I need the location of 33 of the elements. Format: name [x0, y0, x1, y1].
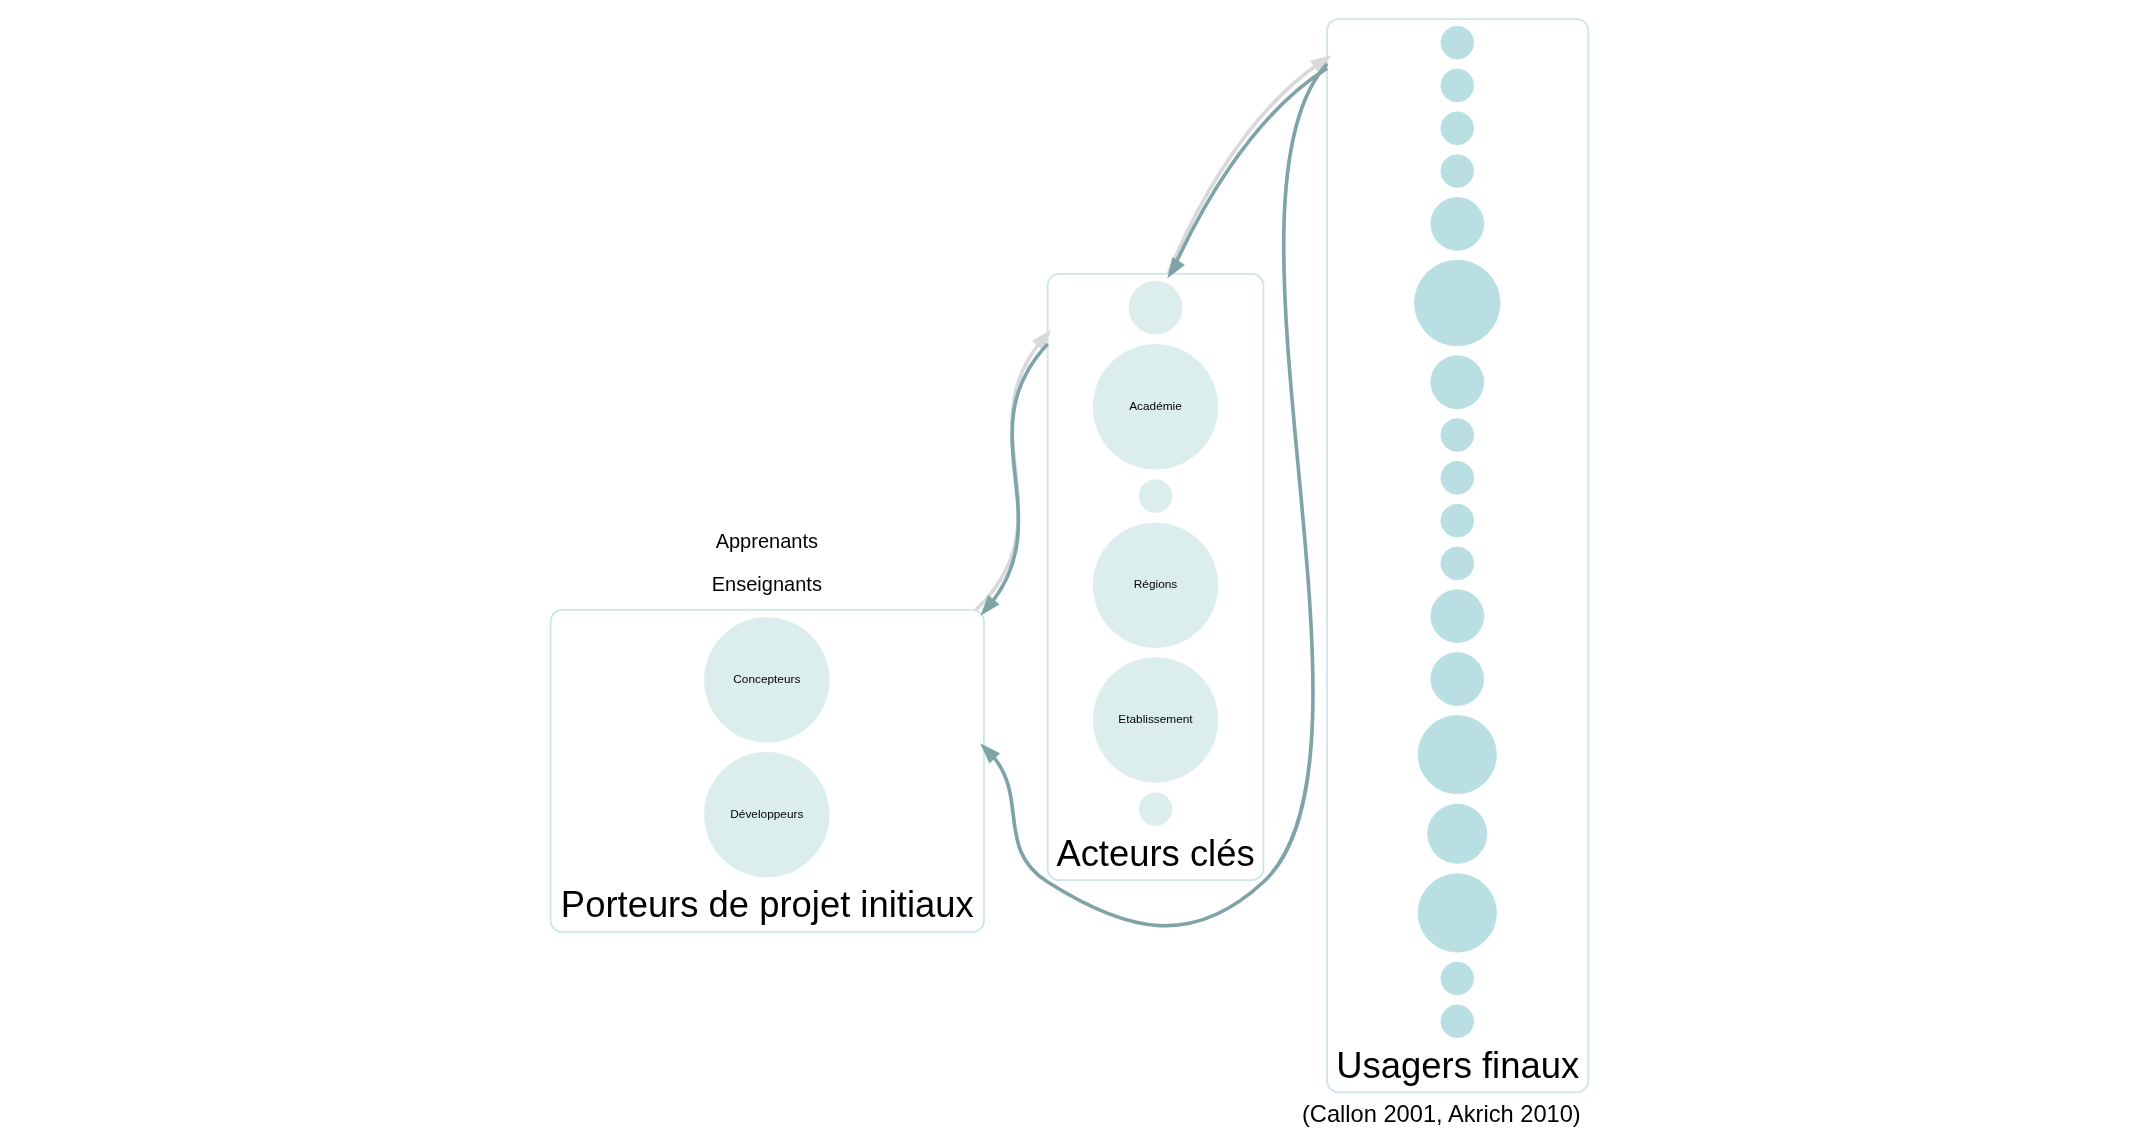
node-circle: [1440, 418, 1475, 452]
node-circle: Académie: [1092, 344, 1219, 470]
node-circle: [1440, 461, 1475, 495]
arrow: [980, 62, 1329, 928]
node-circle: [1440, 154, 1475, 188]
node-circle: [1430, 589, 1485, 644]
node-circle: [1440, 111, 1475, 146]
label: Apprenants: [715, 530, 819, 553]
node-circle: [1440, 1004, 1475, 1039]
node-circle: [1417, 714, 1497, 795]
node-circle: [1128, 280, 1183, 335]
node-circle: [1440, 961, 1475, 996]
node-circle: Etablissement: [1092, 657, 1219, 783]
cluster: Usagers finaux: [1326, 18, 1590, 1094]
node-circle: [1414, 259, 1501, 347]
node-circle: [1440, 25, 1475, 60]
label: Enseignants: [711, 573, 822, 596]
node-circle: [1417, 873, 1497, 953]
node-circle: Développeurs: [704, 751, 830, 878]
node-circle: [1138, 792, 1173, 826]
node-circle: [1430, 355, 1485, 410]
node-circle: [1427, 803, 1488, 864]
node-circle: [1430, 652, 1485, 706]
node-circle: Concepteurs: [704, 617, 830, 743]
node-circle: [1440, 68, 1475, 103]
node-circle: [1430, 197, 1485, 251]
node-circle: [1440, 503, 1475, 538]
caption: (Callon 2001, Akrich 2010): [1301, 1101, 1581, 1128]
node-circle: Régions: [1092, 522, 1219, 649]
node-circle: [1440, 546, 1475, 581]
arrow: [974, 329, 1052, 612]
arrow: [980, 342, 1050, 616]
node-circle: [1138, 479, 1173, 513]
